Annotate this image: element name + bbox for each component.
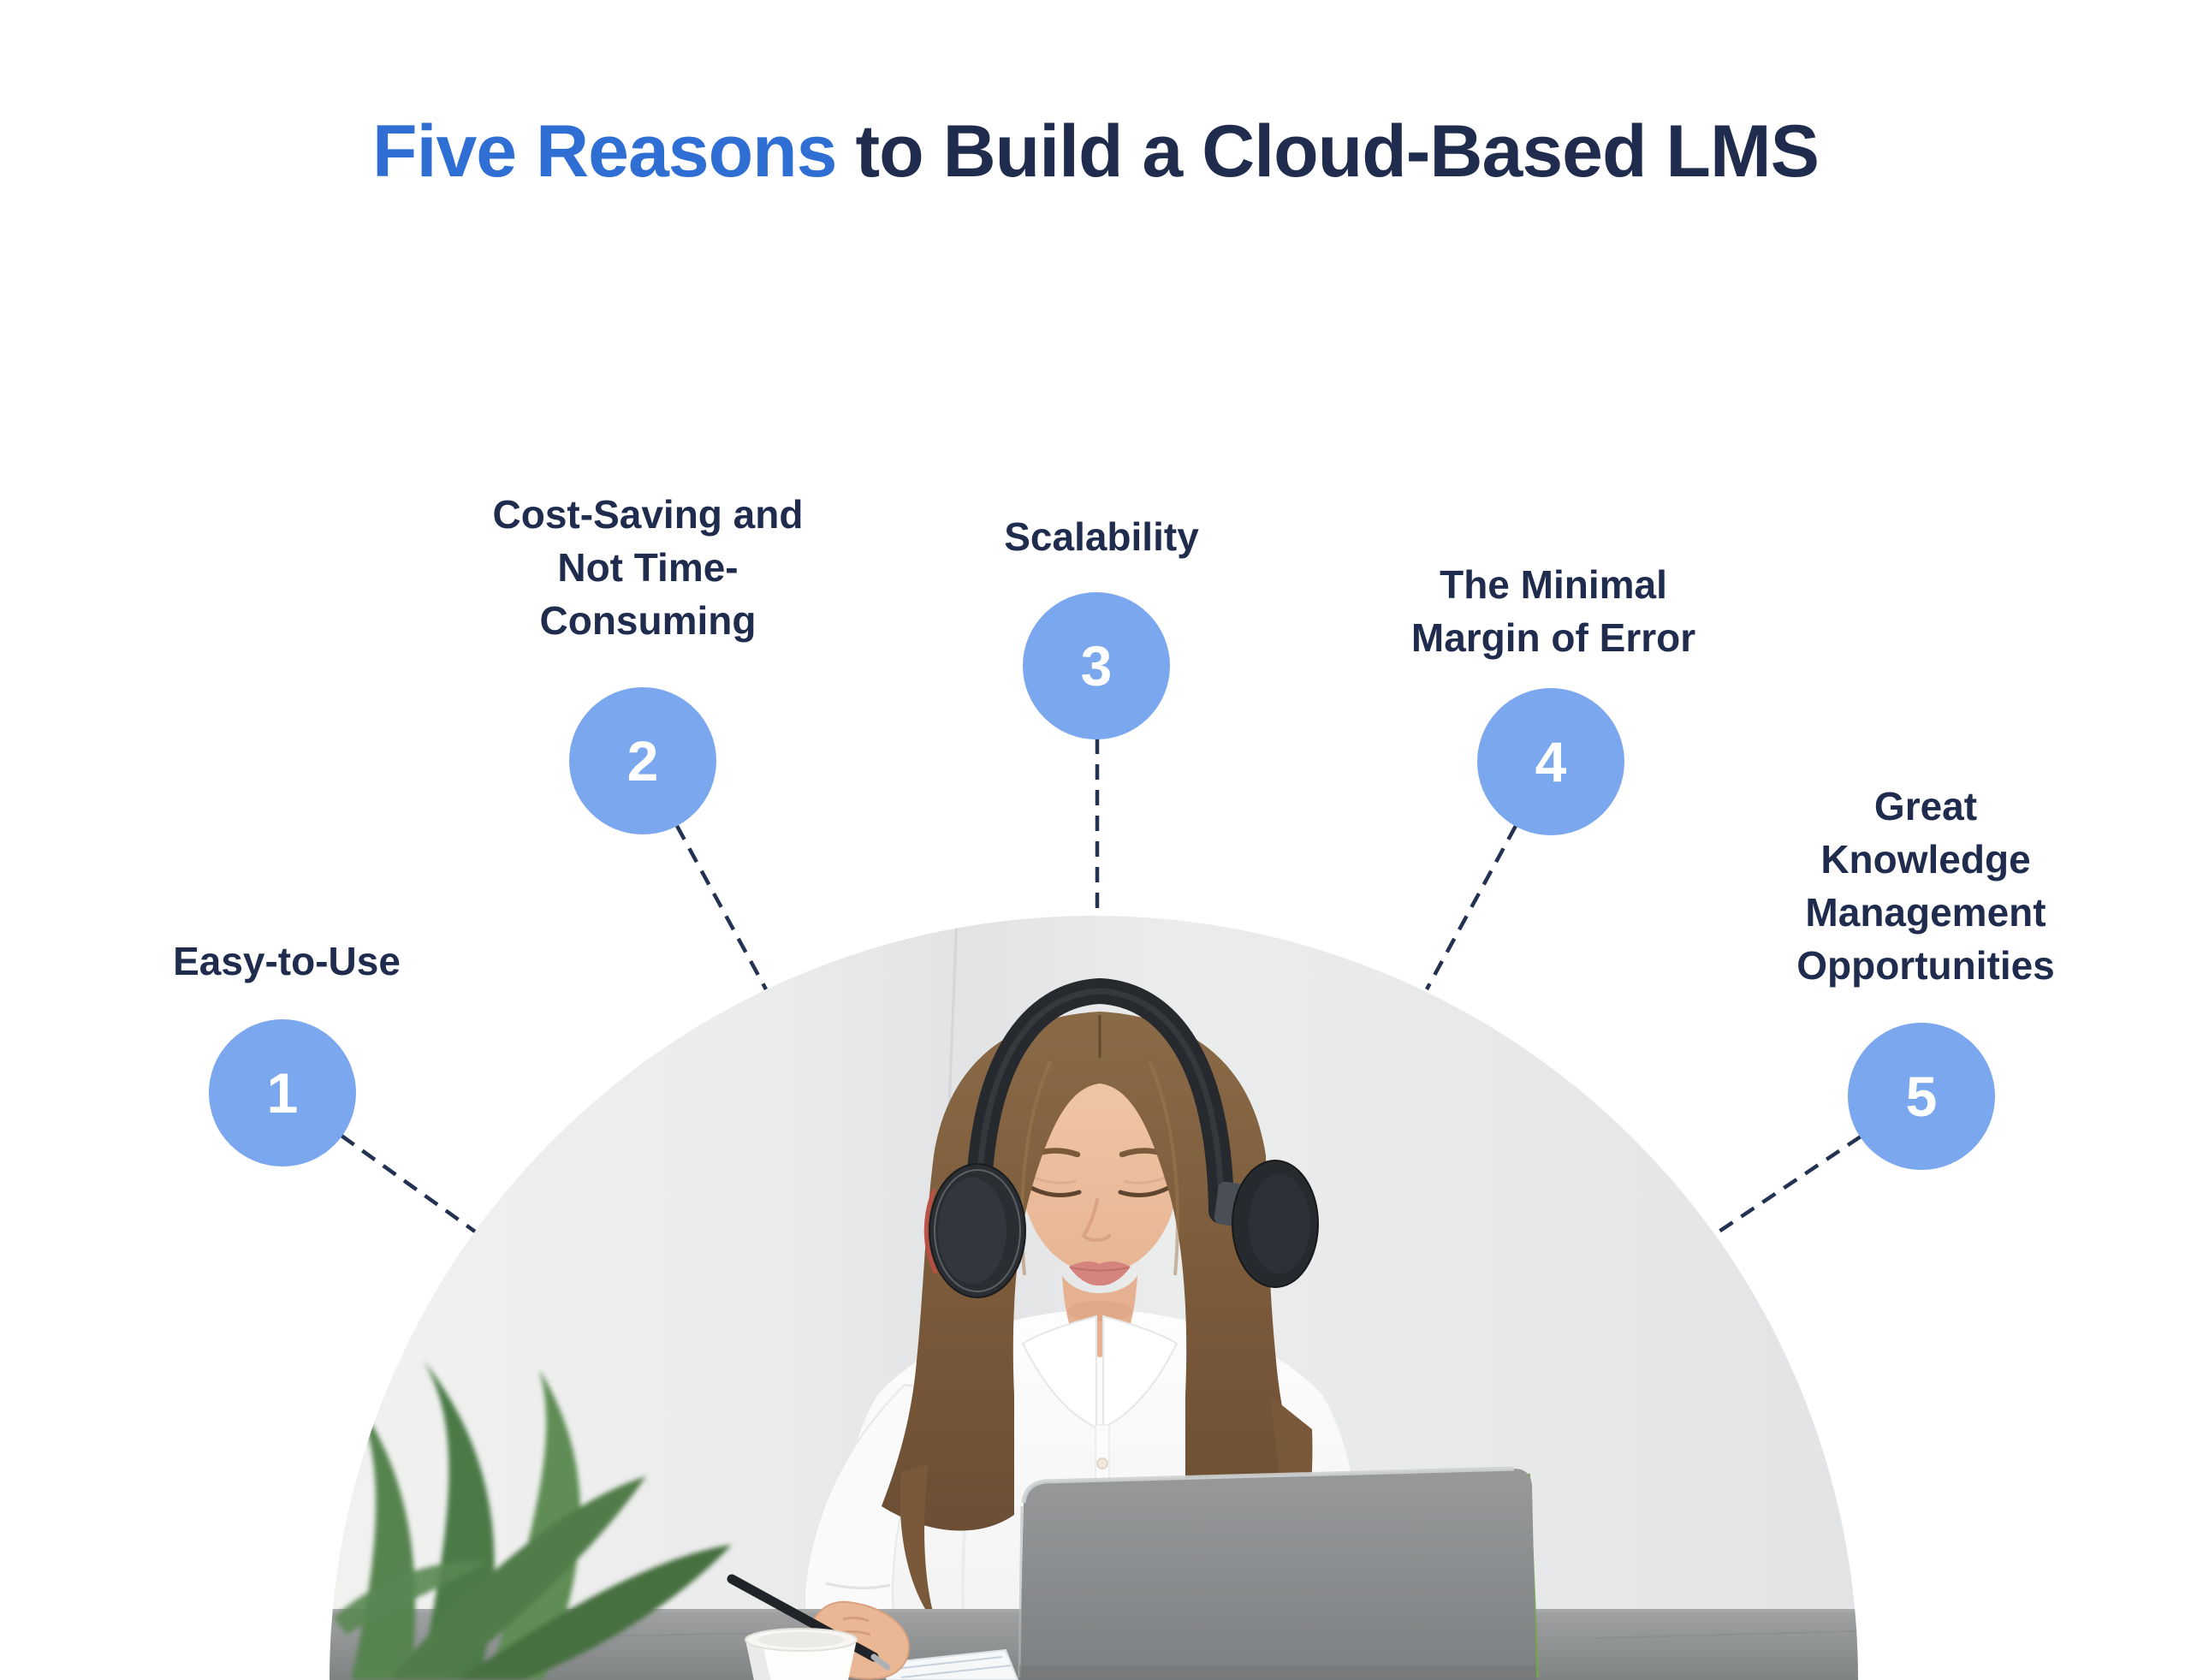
reason-1-number: 1 xyxy=(266,1061,299,1125)
reason-1-circle: 1 xyxy=(209,1019,356,1167)
reason-4-number: 4 xyxy=(1535,730,1567,793)
woman-headphones-laptop-photo xyxy=(330,916,1858,1680)
label-line: Management xyxy=(1805,890,2046,935)
title-highlight: Five Reasons xyxy=(372,110,837,193)
label-line: Cost-Saving and xyxy=(492,492,804,537)
laptop xyxy=(1018,1466,1539,1680)
reason-2-circle: 2 xyxy=(569,687,716,834)
reason-2-number: 2 xyxy=(626,729,659,793)
label-line: Opportunities xyxy=(1796,943,2055,988)
label-line: Not Time- xyxy=(557,545,739,590)
title-rest: to Build a Cloud-Based LMS xyxy=(855,110,1820,193)
connector-5 xyxy=(1713,1135,1862,1236)
label-line: Margin of Error xyxy=(1410,615,1696,660)
label-line: Scalability xyxy=(1004,514,1199,559)
reason-4-circle: 4 xyxy=(1477,688,1624,835)
connector-2 xyxy=(675,824,768,991)
reason-3-number: 3 xyxy=(1080,634,1113,698)
label-line: The Minimal xyxy=(1440,562,1667,607)
reason-2-label: Cost-Saving and Not Time- Consuming xyxy=(493,488,804,647)
reason-1-label: Easy-to-Use xyxy=(173,935,401,988)
reason-5-label: Great Knowledge Management Opportunities xyxy=(1796,780,2055,992)
label-line: Knowledge xyxy=(1820,837,2031,882)
headphones xyxy=(923,977,1319,1298)
label-line: Great xyxy=(1873,784,1978,828)
reason-5-circle: 5 xyxy=(1848,1023,1995,1170)
reason-5-number: 5 xyxy=(1905,1065,1938,1128)
reason-3-label: Scalability xyxy=(1004,510,1199,563)
connector-1 xyxy=(340,1134,477,1233)
reason-3-circle: 3 xyxy=(1023,592,1170,739)
connector-4 xyxy=(1425,824,1517,991)
coffee-cup xyxy=(745,1628,858,1680)
hero-photo-arch xyxy=(330,916,1858,1680)
label-line: Easy-to-Use xyxy=(173,939,401,983)
label-line: Consuming xyxy=(539,598,757,643)
plant xyxy=(334,1361,732,1680)
reason-4-label: The Minimal Margin of Error xyxy=(1411,558,1695,664)
